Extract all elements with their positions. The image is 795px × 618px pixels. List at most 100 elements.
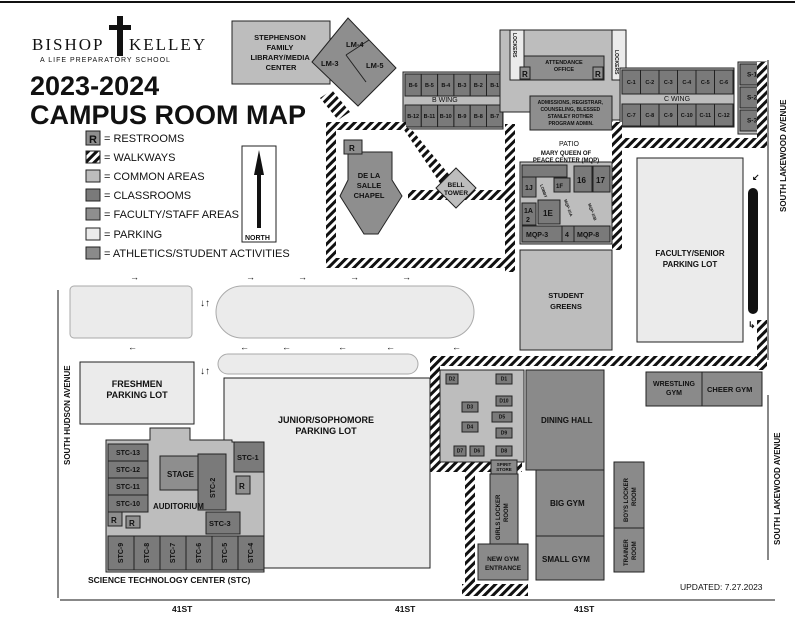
room-lm3: LM-3 (321, 59, 339, 68)
legend-parking-swatch (85, 227, 101, 241)
cheer-gym-label: CHEER GYM (707, 385, 752, 394)
arrow-lakewood-in: ↙ (752, 172, 760, 182)
room-c-6-box (714, 69, 734, 95)
room-d1-box (495, 373, 513, 385)
room-b-7: B-7 (490, 114, 499, 120)
legend-classrooms: = CLASSROOMS (104, 190, 191, 202)
room-stc-9: STC-9 (118, 543, 125, 563)
room-b-10: B-10 (440, 114, 452, 120)
room-lm5: LM-5 (366, 61, 384, 70)
small-gym-label: SMALL GYM (542, 555, 590, 564)
room-1f: 1F (556, 184, 563, 190)
library-building: STEPHENSON FAMILY LIBRARY/MEDIA CENTER (231, 20, 331, 85)
room-lm4: LM-4 (346, 40, 364, 49)
room-b-11: B-11 (424, 114, 436, 120)
room-c-12: C-12 (718, 113, 730, 119)
room-d1: D1 (501, 377, 508, 383)
cross-icon (109, 16, 131, 56)
lm-rooms: LM-4 LM-3 LM-5 (311, 17, 397, 107)
tagline: A LIFE PREPARATORY SCHOOL (40, 57, 171, 64)
room-s-1: S-1 (747, 72, 758, 79)
room-d9: D9 (501, 431, 508, 437)
room-stc-4-box (237, 535, 265, 571)
girls-locker-room (489, 473, 519, 545)
dining-hall-label: DINING HALL (541, 416, 593, 425)
restroom-chapel: R (349, 144, 355, 153)
legend-restrooms: = RESTROOMS (104, 133, 184, 145)
room-d3-box (461, 401, 479, 413)
street-south-hudson: SOUTH HUDSON AVENUE (63, 365, 72, 465)
room-b-2: B-2 (474, 83, 483, 89)
room-mqp8: MQP-8 (577, 232, 599, 239)
dining-hall (525, 369, 605, 471)
room-stc-13: STC-13 (116, 450, 140, 457)
logo: BISHOP KELLEY A LIFE PREPARATORY SCHOOL (32, 16, 207, 64)
brand-right: KELLEY (129, 35, 207, 54)
room-d6: D6 (474, 449, 481, 455)
room-stc-7: STC-7 (170, 543, 177, 563)
room-d2: D2 (449, 377, 456, 383)
b-wing-label: B WING (432, 97, 458, 104)
room-b-5: B-5 (425, 83, 434, 89)
patio-label: PATIO (559, 141, 580, 148)
room-d8-box (495, 445, 513, 457)
street-41st-3: 41ST (574, 604, 595, 614)
room-d10-box (495, 395, 513, 407)
room-stc-10: STC-10 (116, 501, 140, 508)
arrow-east-3: → (298, 272, 307, 282)
legend-common-swatch (85, 169, 101, 183)
faculty-parking-lot (636, 157, 744, 343)
room-c-4: C-4 (682, 80, 692, 86)
room-b-8: B-8 (474, 114, 483, 120)
arrow-east-4: → (350, 272, 359, 282)
room-stc3: STC-3 (209, 519, 231, 528)
freshmen-parking-lot (79, 361, 195, 425)
room-b-9: B-9 (458, 114, 467, 120)
wrestling-gym (645, 371, 703, 407)
legend: R = RESTROOMS = WALKWAYS = COMMON AREAS … (85, 130, 290, 260)
room-b-1: B-1 (490, 83, 499, 89)
room-b-4: B-4 (441, 83, 451, 89)
room-mqp3: MQP-3 (526, 232, 548, 239)
room-d4: D4 (467, 425, 474, 431)
restroom-stc-1: R (239, 482, 245, 491)
trainer-room (613, 527, 645, 573)
room-c-5: C-5 (701, 80, 710, 86)
room-c-1: C-1 (627, 80, 636, 86)
stage-label: STAGE (167, 470, 195, 479)
room-16: 16 (577, 176, 586, 185)
room-d6-box (469, 445, 485, 457)
street-south-lakewood-bottom: SOUTH LAKEWOOD AVENUE (773, 432, 782, 545)
room-c-6: C-6 (719, 80, 728, 86)
room-s-3: S-3 (747, 118, 758, 125)
room-stc-4: STC-4 (248, 543, 255, 563)
legend-athletics-swatch (85, 246, 101, 260)
room-d10: D10 (499, 399, 508, 405)
room-s-2: S-2 (747, 95, 758, 102)
page-title: CAMPUS ROOM MAP (30, 100, 306, 130)
brand-left: BISHOP (32, 35, 104, 54)
room-c-11: C-11 (699, 113, 711, 119)
room-4: 4 (565, 232, 569, 239)
arrow-west-4: ← (338, 342, 347, 352)
room-1j: 1J (525, 185, 533, 192)
room-b-3: B-3 (458, 83, 467, 89)
room-stc-8-box (133, 535, 161, 571)
room-b-12: B-12 (407, 114, 419, 120)
arrow-drive-down: ↓↑ (200, 298, 210, 309)
room-d3: D3 (467, 405, 474, 411)
room-stc-6: STC-6 (196, 543, 203, 563)
legend-parking: = PARKING (104, 229, 162, 241)
room-d4-box (461, 421, 479, 433)
legend-classroom-swatch (85, 188, 101, 202)
room-c-10: C-10 (681, 113, 693, 119)
room-d5: D5 (499, 415, 506, 421)
